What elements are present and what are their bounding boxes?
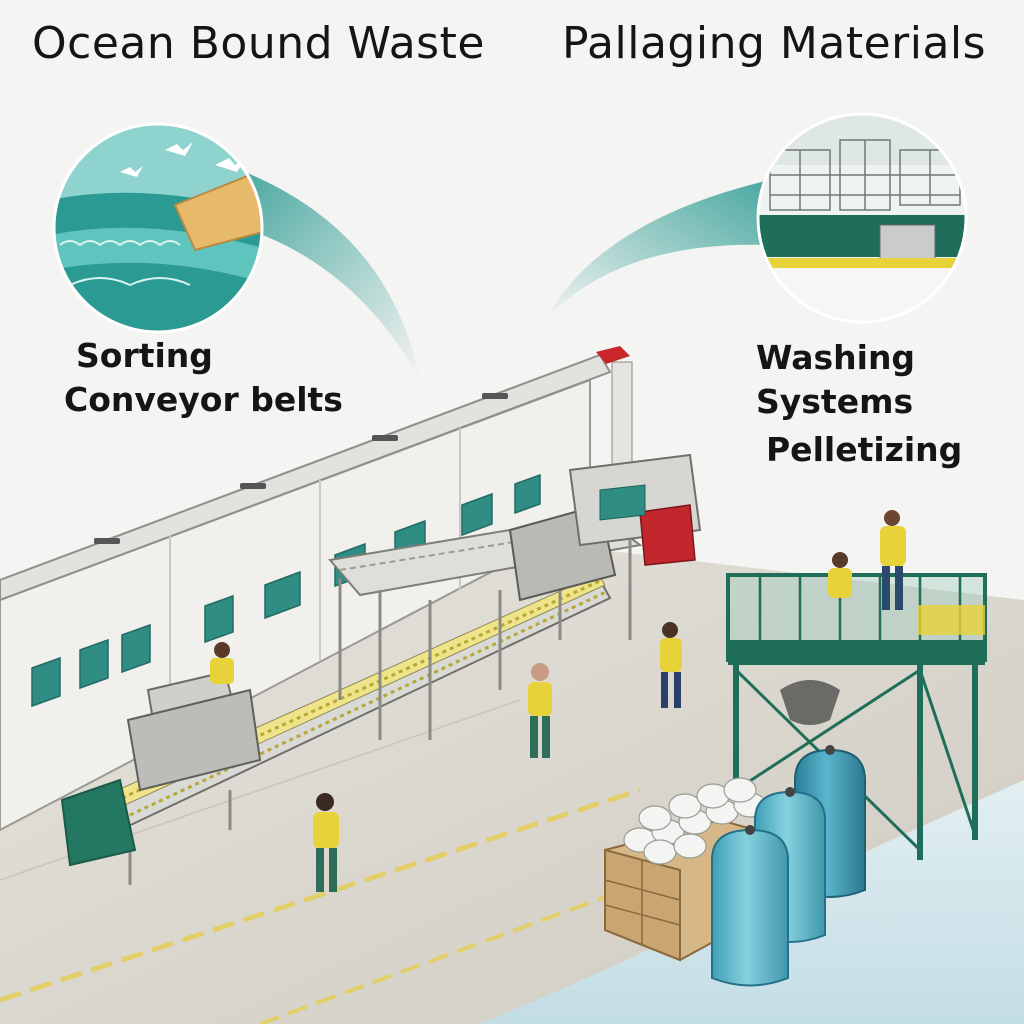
worker <box>880 510 906 610</box>
left-flow-arrow <box>240 170 420 380</box>
overhead-duct <box>596 346 633 483</box>
right-flow-arrow <box>545 180 770 320</box>
storage-tanks <box>711 745 866 987</box>
processing-machines <box>126 453 702 792</box>
worker <box>660 622 682 708</box>
workers <box>210 510 906 892</box>
heading-ocean-bound-waste: Ocean Bound Waste <box>32 18 485 69</box>
worker <box>313 793 339 892</box>
ocean-vignette <box>54 124 262 332</box>
worker <box>828 552 852 598</box>
label-systems: Systems <box>756 382 914 421</box>
worker <box>528 663 552 758</box>
label-sorting: Sorting <box>76 336 213 375</box>
label-conveyor-belts: Conveyor belts <box>64 380 343 419</box>
heading-packaging-materials: Pallaging Materials <box>562 18 987 69</box>
worker <box>210 642 234 684</box>
label-pelletizing: Pelletizing <box>766 430 963 469</box>
label-washing: Washing <box>756 338 916 377</box>
washing-platform <box>726 573 987 860</box>
